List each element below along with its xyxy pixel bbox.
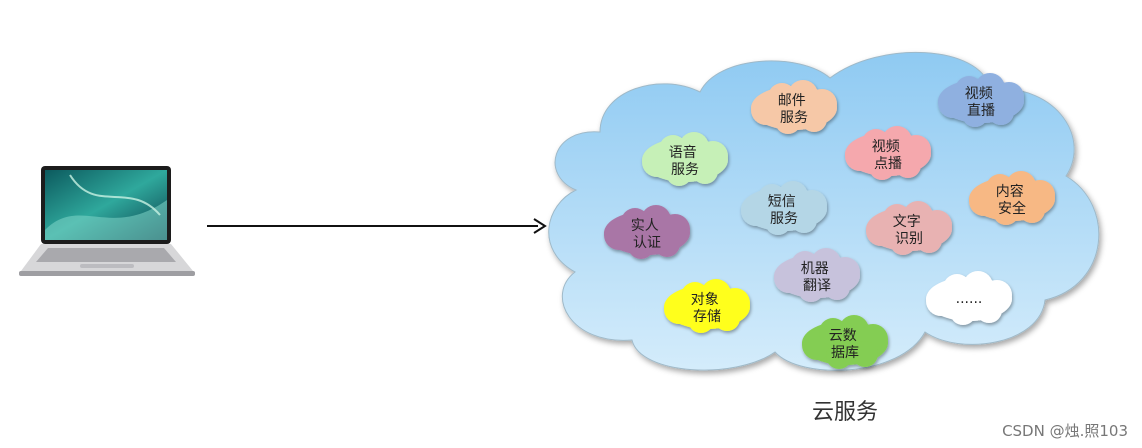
diagram-caption: 云服务 bbox=[811, 400, 878, 425]
service-cloud-shape bbox=[774, 248, 860, 302]
service-label-line: 安全 bbox=[998, 200, 1026, 217]
service-label-line: 短信 bbox=[768, 194, 796, 210]
service-cloud: 实人 认证 bbox=[604, 205, 690, 259]
service-label-line: 内容 bbox=[996, 183, 1024, 200]
service-cloud-shape bbox=[969, 171, 1055, 225]
service-cloud-shape bbox=[938, 73, 1024, 127]
service-label: 视频 点播 bbox=[872, 139, 904, 172]
service-label-line: 服务 bbox=[671, 162, 699, 178]
service-cloud: 机器 翻译 bbox=[774, 248, 860, 302]
service-cloud-shape bbox=[751, 80, 837, 134]
service-label: 对象 存储 bbox=[691, 292, 723, 325]
service-label-line: 视频 bbox=[965, 86, 993, 102]
service-label-line: 翻译 bbox=[803, 278, 831, 294]
arrow bbox=[207, 218, 547, 234]
service-label: 机器 翻译 bbox=[801, 261, 833, 294]
service-label: 内容 安全 bbox=[996, 183, 1028, 217]
service-cloud-shape bbox=[741, 181, 827, 235]
service-label: 文字 识别 bbox=[893, 214, 925, 247]
service-cloud: 内容 安全 bbox=[969, 171, 1055, 225]
service-label-line: 邮件 bbox=[778, 93, 806, 109]
service-label: 实人 认证 bbox=[631, 218, 663, 251]
service-cloud: 语音 服务 bbox=[642, 132, 728, 186]
service-label-line: 实人 bbox=[631, 218, 659, 234]
service-label-line: 直播 bbox=[967, 102, 995, 119]
service-label-line: ...... bbox=[956, 291, 983, 307]
service-label-line: 视频 bbox=[872, 139, 900, 155]
service-cloud: 视频 直播 bbox=[938, 73, 1024, 127]
service-label-line: 云数 bbox=[829, 328, 857, 344]
service-label: ...... bbox=[956, 291, 983, 307]
service-cloud: 邮件 服务 bbox=[751, 80, 837, 134]
watermark: CSDN @烛.照103 bbox=[1002, 422, 1128, 440]
service-cloud-shape bbox=[926, 271, 1012, 325]
service-cloud-shape bbox=[866, 201, 952, 255]
service-label-line: 点播 bbox=[874, 156, 902, 172]
service-label-line: 对象 bbox=[691, 292, 719, 308]
service-label-line: 存储 bbox=[693, 309, 721, 325]
service-label-line: 服务 bbox=[770, 211, 798, 227]
service-label: 视频 直播 bbox=[965, 86, 997, 119]
service-cloud: 视频 点播 bbox=[845, 126, 931, 180]
service-label-line: 认证 bbox=[633, 235, 661, 251]
service-label: 邮件 服务 bbox=[778, 93, 810, 126]
laptop-icon bbox=[19, 166, 195, 276]
service-cloud: 云数 据库 bbox=[802, 315, 888, 369]
service-label: 语音 服务 bbox=[669, 144, 701, 178]
service-cloud: ...... bbox=[926, 271, 1012, 325]
service-label: 短信 服务 bbox=[768, 194, 800, 227]
service-label: 云数 据库 bbox=[829, 328, 861, 361]
service-label-line: 文字 bbox=[893, 214, 921, 230]
service-label-line: 服务 bbox=[780, 110, 808, 126]
service-cloud-shape bbox=[642, 132, 728, 186]
service-cloud: 短信 服务 bbox=[741, 181, 827, 235]
service-cloud-shape bbox=[604, 205, 690, 259]
service-label-line: 语音 bbox=[669, 144, 697, 161]
service-cloud-shape bbox=[664, 279, 750, 333]
service-cloud: 对象 存储 bbox=[664, 279, 750, 333]
service-cloud: 文字 识别 bbox=[866, 201, 952, 255]
service-label-line: 识别 bbox=[895, 231, 923, 247]
service-label-line: 机器 bbox=[801, 261, 829, 277]
service-cloud-shape bbox=[845, 126, 931, 180]
service-cloud-shape bbox=[802, 315, 888, 369]
service-label-line: 据库 bbox=[831, 345, 859, 361]
